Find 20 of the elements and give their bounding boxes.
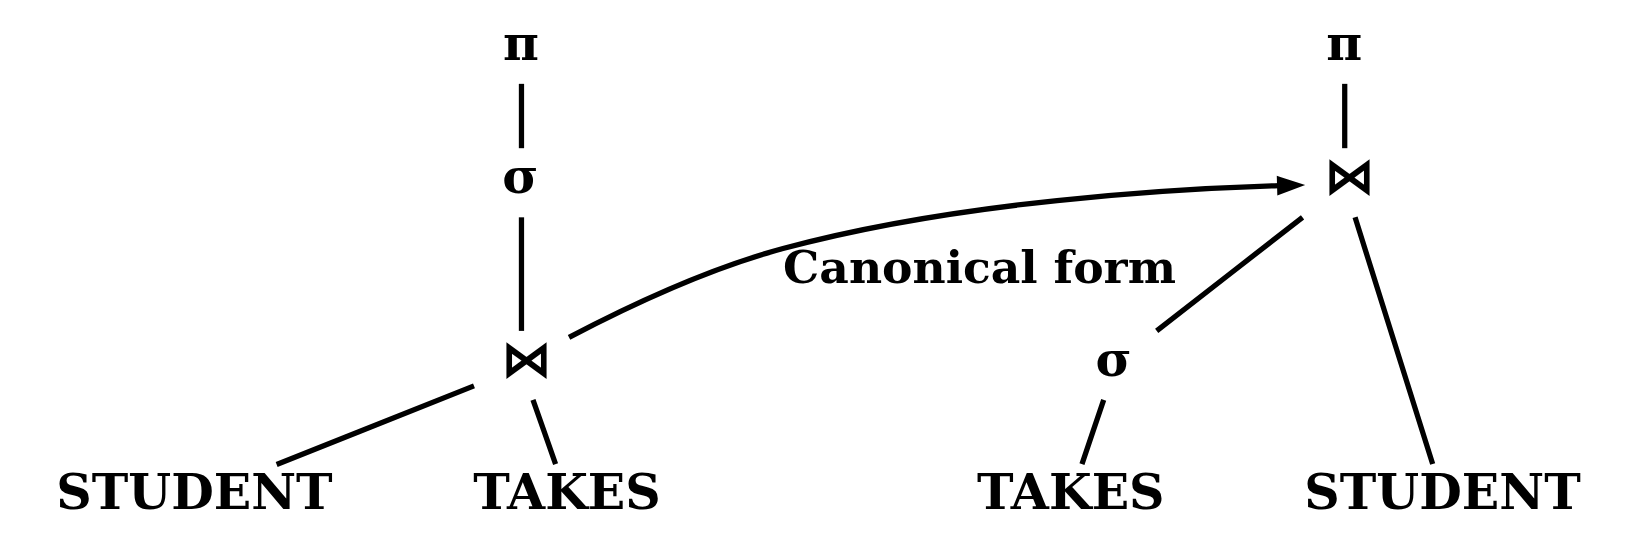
connector <box>530 398 558 466</box>
connector <box>1341 83 1347 149</box>
connector <box>1154 215 1304 333</box>
node-text: ⋈ <box>1324 147 1374 206</box>
node-text: π <box>1325 13 1362 72</box>
edge-label: Canonical form <box>782 240 1176 295</box>
connector <box>1352 216 1435 465</box>
connector <box>275 383 475 467</box>
node-text: TAKES <box>472 463 661 522</box>
connector <box>518 83 524 149</box>
node-text: STUDENT <box>55 463 333 522</box>
node-text: σ <box>1094 329 1132 388</box>
node-text: STUDENT <box>1303 463 1581 522</box>
arrow <box>567 175 1305 340</box>
node-text: ⋈ <box>501 329 551 388</box>
node-text: TAKES <box>976 463 1165 522</box>
node-text: π <box>502 13 539 72</box>
connector <box>1078 398 1106 465</box>
node-text: σ <box>501 147 538 206</box>
connector <box>518 217 524 331</box>
